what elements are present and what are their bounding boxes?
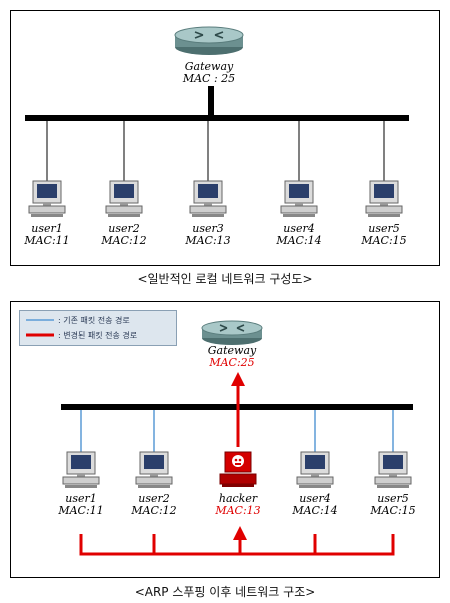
hacker-mac: MAC:13 <box>215 504 261 517</box>
user-label: user5 MAC:15 <box>354 223 414 247</box>
legend: : 기존 패킷 전송 경로 : 변경된 패킷 전송 경로 <box>19 310 177 346</box>
diagram-arp-spoofing: : 기존 패킷 전송 경로 : 변경된 패킷 전송 경로 Gateway MAC… <box>10 301 440 578</box>
pc-icon <box>62 451 100 488</box>
user-label: user4 MAC:14 <box>269 223 329 247</box>
user-label: user2 MAC:12 <box>94 223 154 247</box>
diagram-normal-network: Gateway MAC : 25 user1 MAC:11 user2 MAC:… <box>10 10 440 266</box>
diagram2-caption: <ARP 스푸핑 이후 네트워크 구조> <box>134 585 316 599</box>
pc-icon <box>28 180 66 217</box>
hacker-icon <box>219 451 257 487</box>
user-name: user1 <box>65 492 97 505</box>
user-mac: MAC:15 <box>361 234 407 247</box>
pc-icon <box>135 451 173 488</box>
user-label: user3 MAC:13 <box>178 223 238 247</box>
pc-icon <box>365 180 403 217</box>
user-label: user1 MAC:11 <box>17 223 77 247</box>
user-mac: MAC:11 <box>24 234 70 247</box>
network-diagram-normal <box>25 26 409 217</box>
hacker-label: hacker MAC:13 <box>208 493 268 517</box>
user-mac: MAC:13 <box>185 234 231 247</box>
user-label: user1 MAC:11 <box>51 493 111 517</box>
user-drop-lines <box>46 121 385 181</box>
user-name: user2 <box>108 222 140 235</box>
gateway-mac: MAC : 25 <box>182 72 236 85</box>
pc-icon <box>296 451 334 488</box>
arrow-up-icon <box>233 526 247 540</box>
user-name: user4 <box>299 492 331 505</box>
legend-original-path: : 기존 패킷 전송 경로 <box>58 316 130 325</box>
user-mac: MAC:14 <box>292 504 338 517</box>
user-name: user5 <box>377 492 409 505</box>
pc-icon <box>280 180 318 217</box>
pc-icon <box>105 180 143 217</box>
hacker-name: hacker <box>218 492 258 505</box>
network-diagram-spoofed <box>61 320 413 556</box>
gateway-name: Gateway <box>184 60 234 73</box>
user-name: user2 <box>138 492 170 505</box>
gateway-label: Gateway MAC:25 <box>197 345 267 369</box>
user-name: user4 <box>283 222 315 235</box>
gateway-link <box>208 86 214 116</box>
gateway-name: Gateway <box>207 344 257 357</box>
user-mac: MAC:11 <box>58 504 104 517</box>
legend-swatches <box>26 319 54 337</box>
changed-path-lines <box>79 384 395 556</box>
network-bus <box>25 115 409 121</box>
router-icon <box>201 320 263 345</box>
gateway-mac: MAC:25 <box>209 356 255 369</box>
pc-icon <box>189 180 227 217</box>
pc-icon <box>374 451 412 488</box>
arrow-up-icon <box>231 372 245 386</box>
user-mac: MAC:15 <box>370 504 416 517</box>
user-name: user5 <box>368 222 400 235</box>
gateway-label: Gateway MAC : 25 <box>169 61 249 85</box>
user-mac: MAC:12 <box>131 504 177 517</box>
legend-changed-path: : 변경된 패킷 전송 경로 <box>58 331 138 340</box>
router-icon <box>174 26 244 55</box>
user-mac: MAC:12 <box>101 234 147 247</box>
user-name: user1 <box>31 222 63 235</box>
user-label: user4 MAC:14 <box>285 493 345 517</box>
user-label: user2 MAC:12 <box>124 493 184 517</box>
user-name: user3 <box>192 222 224 235</box>
user-mac: MAC:14 <box>276 234 322 247</box>
diagram1-caption: <일반적인 로컬 네트워크 구성도> <box>137 272 313 286</box>
user-label: user5 MAC:15 <box>363 493 423 517</box>
original-path-lines <box>80 410 394 452</box>
